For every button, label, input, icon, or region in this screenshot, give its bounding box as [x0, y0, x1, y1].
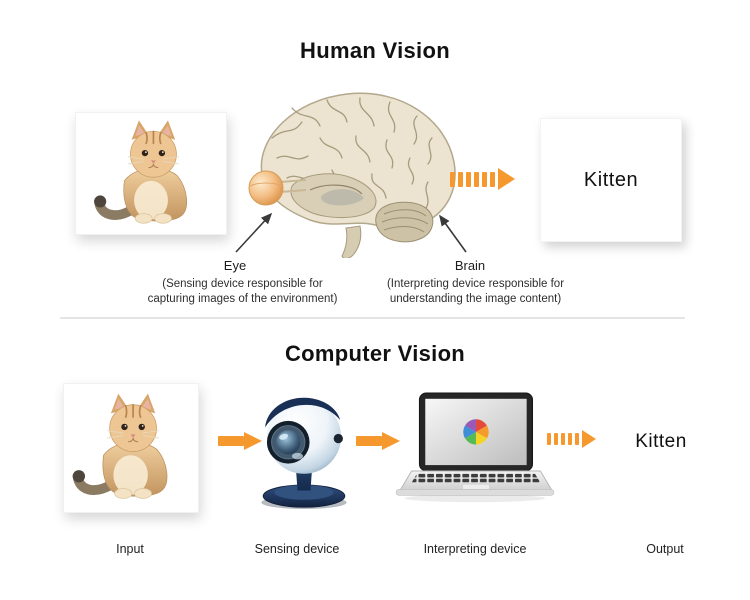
webcam-illustration [253, 391, 355, 513]
human-vision-title: Human Vision [300, 38, 450, 63]
eye-illustration [248, 170, 284, 206]
annotation-arrows [235, 212, 467, 253]
input-to-sensing-arrow [218, 432, 262, 450]
computer-output-arrow [547, 430, 596, 448]
eye-caption: (Sensing device responsible for capturin… [147, 278, 338, 305]
laptop-illustration [391, 391, 559, 508]
computer-vision-title: Computer Vision [284, 341, 466, 366]
human-output-arrow [450, 168, 515, 190]
brain-illustration [232, 78, 462, 259]
arrow-head-icon [382, 432, 400, 450]
arrow-head-icon [498, 168, 515, 190]
section-divider [60, 317, 685, 319]
stage-label-output: Output [646, 542, 684, 556]
kitten-image [94, 120, 188, 224]
computer-output-label: Kitten [635, 431, 687, 452]
computer-input-kitten-photo [63, 383, 199, 513]
color-wheel-icon [463, 419, 489, 445]
brain-label: Brain [454, 258, 486, 273]
arrow-head-icon [582, 430, 596, 448]
human-output-box: Kitten [540, 118, 682, 242]
stage-label-interpreting-device: Interpreting device [423, 542, 527, 556]
brain-caption: (Interpreting device responsible for und… [386, 278, 565, 305]
sensing-to-interpreting-arrow [356, 432, 400, 450]
human-output-label: Kitten [583, 168, 639, 191]
eye-label: Eye [223, 258, 247, 273]
kitten-image [73, 393, 168, 499]
arrow-head-icon [244, 432, 262, 450]
human-input-kitten-photo [75, 112, 227, 235]
stage-label-sensing-device: Sensing device [254, 542, 340, 556]
stage-label-input: Input [116, 542, 144, 556]
